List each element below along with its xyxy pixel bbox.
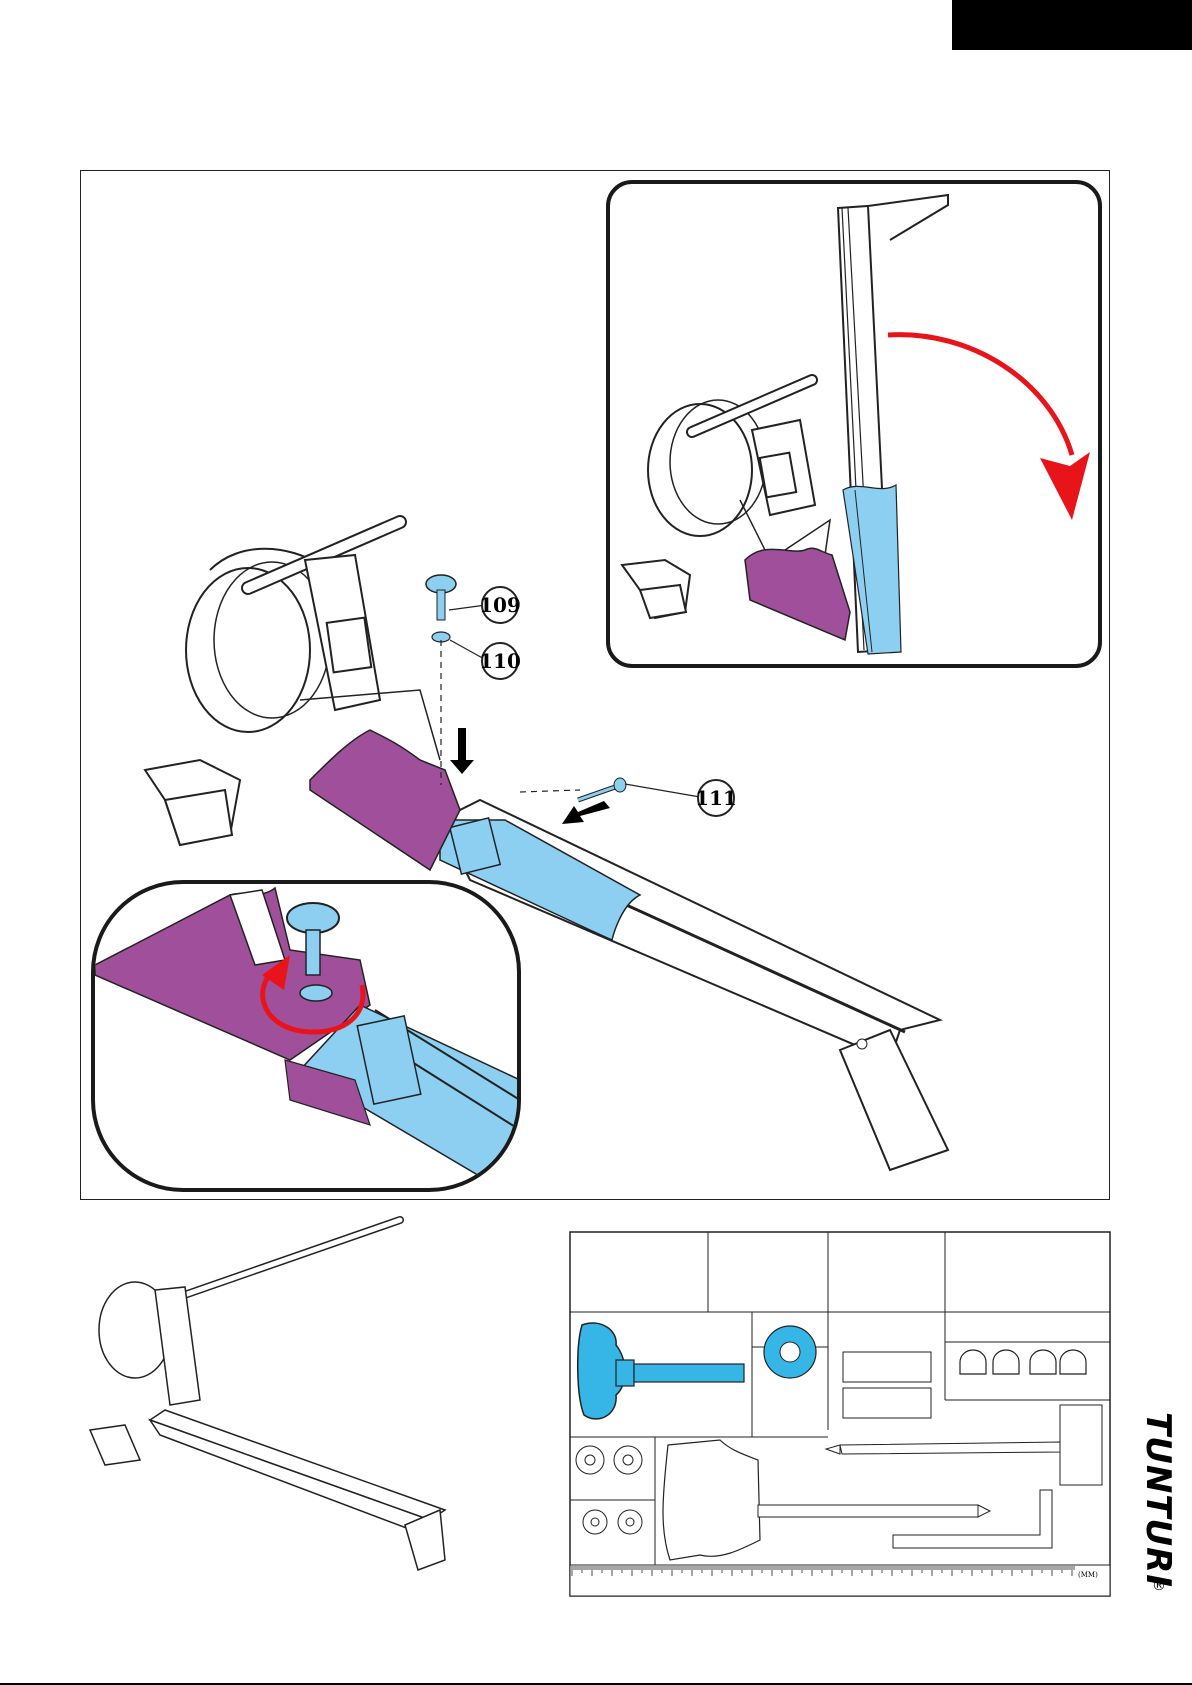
down-arrow-icon xyxy=(450,728,474,774)
inset-fold-rail xyxy=(608,182,1100,666)
callout-110: 110 xyxy=(479,649,521,673)
hardware-kit-panel: (MM) xyxy=(570,1232,1110,1596)
brand-name: TUNTURI xyxy=(1138,1412,1178,1588)
callout-111: 111 xyxy=(695,786,737,810)
registered-mark: ® xyxy=(1152,1578,1166,1594)
insert-arrow-icon xyxy=(562,801,610,824)
brand-logo: TUNTURI xyxy=(1118,1470,1192,1530)
overview-rower-drawing xyxy=(90,1220,445,1570)
ruler-unit-label: (MM) xyxy=(1078,1571,1098,1579)
callout-109: 109 xyxy=(479,593,521,617)
inset-knob-detail xyxy=(93,882,520,1200)
